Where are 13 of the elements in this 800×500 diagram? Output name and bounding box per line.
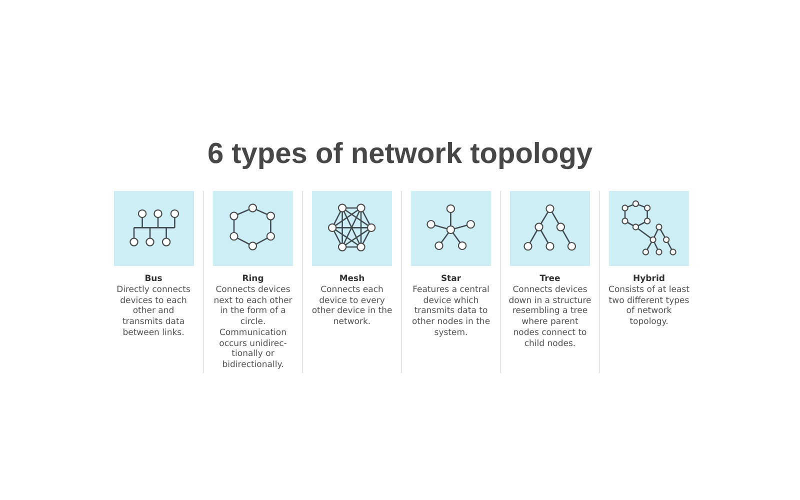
topology-description: Connects each device to every other device in the network. <box>310 285 394 328</box>
topology-description: Connects devices next to each other in the form of a circle. Communication occurs unidirec- tionally or bidirectionally. <box>212 285 294 371</box>
title: 6 types of network topology <box>207 137 593 171</box>
topology-heading: Hybrid <box>633 274 665 285</box>
topology-description: Directly connects devices to each other and transmits data between links. <box>116 285 192 339</box>
topology-heading: Tree <box>540 274 560 285</box>
topology-heading: Mesh <box>339 274 365 285</box>
topology-heading: Bus <box>144 274 162 285</box>
topology-heading: Ring <box>242 274 264 285</box>
topology-description: Features a central device which transmits data to other nodes in the system. <box>410 285 492 339</box>
topology-description: Connects devices down in a structure resembling a tree where parent nodes connect to child nodes. <box>508 285 592 350</box>
topology-heading: Star <box>440 274 462 285</box>
topology-description: Consists of at least two different types of network topology. <box>608 285 690 328</box>
